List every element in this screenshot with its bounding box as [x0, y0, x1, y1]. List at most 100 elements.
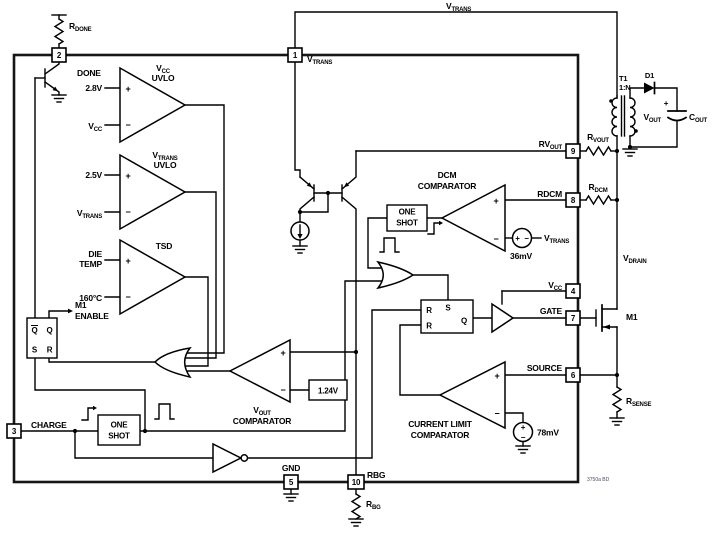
pin-2 [51, 47, 67, 63]
pin-2-label: DONE [77, 68, 101, 78]
plus-sign: + [493, 196, 498, 206]
d1-diode [644, 82, 655, 94]
vcc-uvlo-inp-label: 2.8V [85, 83, 102, 93]
rdone-resistor [53, 18, 65, 45]
vcc-uvlo-out [182, 104, 225, 354]
latch2-s: S [445, 304, 451, 313]
m1-enable-label1: M1 [75, 300, 87, 310]
pin-5-label: GND [282, 463, 300, 473]
latch2-r2: R [426, 322, 432, 331]
cout-plate-bottom [666, 116, 688, 122]
dcm-title2: COMPARATOR [418, 181, 477, 191]
charge-inverter [212, 442, 243, 474]
vcc-uvlo-inn-label: VCC [88, 121, 103, 133]
rbg-sense-wire [341, 196, 357, 476]
pin-4-number: 4 [571, 287, 576, 296]
charge-oneshot-label2: SHOT [108, 432, 130, 441]
vout-label: VOUT [643, 112, 661, 124]
vout-comparator [228, 338, 291, 404]
vtrans-rail-label: VTRANS [446, 1, 471, 13]
minus-sign: − [493, 234, 498, 244]
or2-output-wire [412, 274, 449, 301]
rdcm-resistor-label: RDCM [588, 182, 607, 194]
pin-7-number: 7 [571, 314, 576, 323]
pin-9-label: RVOUT [539, 139, 563, 151]
current-limit-comparator [438, 360, 506, 430]
minus-sign: − [524, 234, 529, 243]
charge-trigger-arrow [93, 405, 97, 411]
pin-6-number: 6 [571, 371, 576, 380]
latch1-s-wire [34, 357, 146, 432]
ilim-title: CURRENT LIMIT [408, 419, 473, 429]
pin-1 [287, 47, 303, 63]
plus-sign: + [494, 371, 499, 381]
pin-1-number: 1 [293, 51, 298, 60]
done-latch [26, 317, 58, 359]
latch1-r: R [47, 346, 53, 355]
plus-sign: + [125, 84, 130, 94]
tsd-comparator [119, 238, 187, 316]
t1-secondary-coil [629, 97, 636, 137]
minus-sign: − [521, 433, 526, 442]
rsense-resistor [611, 386, 623, 413]
done-npn-arrow [52, 86, 58, 92]
pin-7-label: GATE [540, 306, 563, 316]
wires [20, 11, 688, 520]
gate-latch [420, 299, 474, 334]
dcm-comparator [440, 183, 506, 253]
dcm-one-shot [386, 204, 428, 232]
vout-cmp-title2: COMPARATOR [233, 416, 292, 426]
t1-secondary-polarity-dot [634, 129, 638, 133]
pin-2-number: 2 [57, 51, 62, 60]
t1-label: T1 [619, 74, 627, 83]
cout-plus-sign: + [664, 99, 669, 108]
m1-enable-wire [48, 310, 69, 319]
rdone-label: RDONE [69, 21, 92, 33]
reference-1v24-box [308, 379, 348, 401]
tsd-inp-label2: TEMP [79, 259, 102, 269]
offset-78mv-label: 78mV [537, 428, 559, 438]
vcc-uvlo-title: VCC [156, 63, 171, 75]
t1-primary-coil [611, 97, 618, 137]
junction-dots [72, 99, 638, 434]
pin-9 [565, 143, 581, 159]
inverter-bubble [240, 454, 249, 462]
mosfet-arrow [603, 324, 610, 330]
pin-10-number: 10 [352, 478, 361, 487]
pin-8 [565, 192, 581, 208]
charge-oneshot-label1: ONE [111, 421, 129, 430]
latch1-qbar: Q [31, 326, 37, 335]
labels: 1 2 3 4 5 6 7 8 9 10 VTRANS DONE CHARGE … [12, 1, 708, 511]
plus-sign: + [125, 256, 130, 266]
dcm-trigger-arrow [439, 220, 443, 226]
offset-36mv-source [511, 227, 533, 249]
tsd-inp-label1: DIE [88, 249, 102, 259]
t1-primary-polarity-dot [609, 99, 613, 103]
plus-sign: + [515, 234, 520, 243]
pin-10 [347, 474, 365, 490]
vdrain-label: VDRAIN [623, 253, 646, 265]
m1-enable-arrow [68, 308, 73, 314]
pin-3 [6, 423, 22, 439]
minus-sign: − [125, 292, 130, 302]
vtrans-uvlo-comparator [119, 153, 187, 231]
m1-enable-label2: ENABLE [75, 311, 109, 321]
vtrans-uvlo-inp-label: 2.5V [85, 170, 102, 180]
minus-sign: − [280, 385, 285, 395]
pin-3-label: CHARGE [31, 420, 67, 430]
ilim-out-wire [399, 324, 441, 396]
dcm-oneshot-label1: ONE [399, 208, 417, 217]
pin-8-number: 8 [571, 196, 576, 205]
inverter-out-wire [247, 309, 422, 459]
figure-note: 3750a BD [587, 477, 610, 483]
vout-cmp-title: VOUT [253, 405, 271, 417]
vtrans-uvlo-inn-label: VTRANS [77, 208, 102, 220]
rdcm-resistor [585, 194, 612, 206]
pulse-glyph-charge [154, 403, 175, 420]
latch1-s: S [32, 346, 38, 355]
pin-3-number: 3 [12, 427, 17, 436]
plus-sign: + [125, 171, 130, 181]
dcm-title: DCM [438, 170, 457, 180]
minus-sign: − [494, 409, 499, 419]
